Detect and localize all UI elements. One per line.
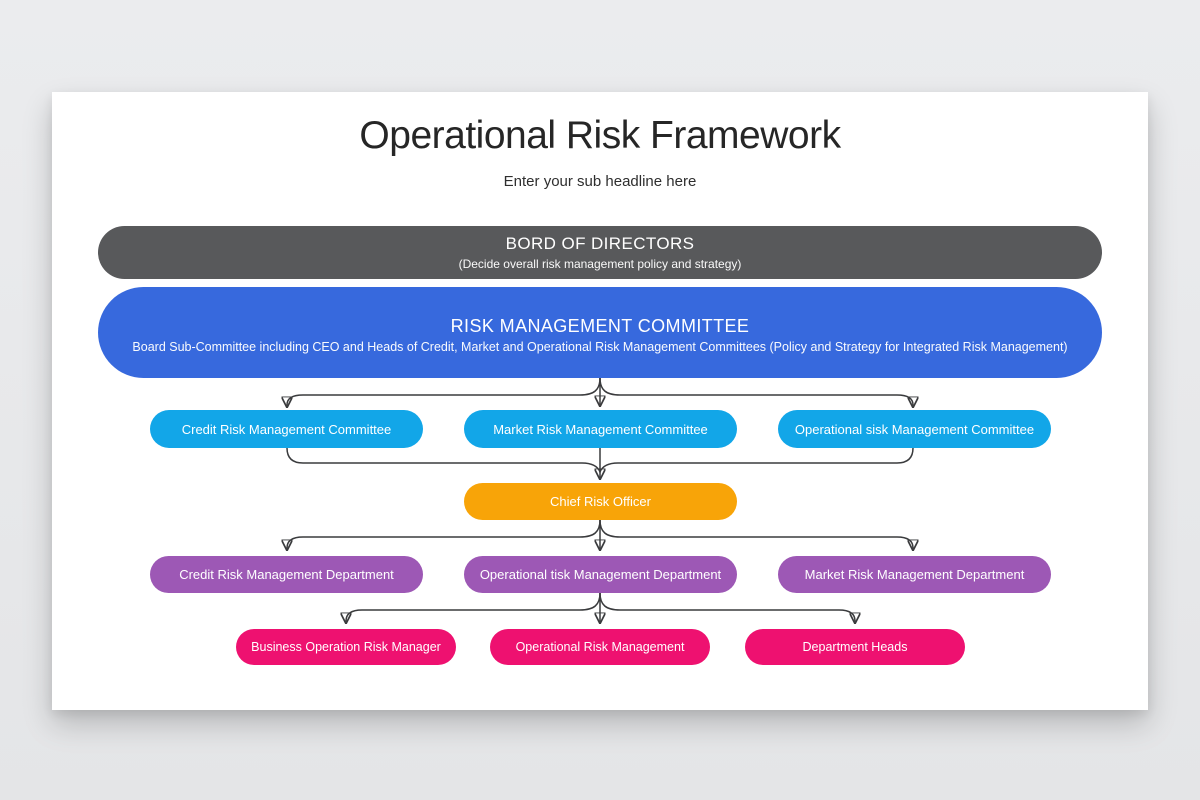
page-subtitle: Enter your sub headline here xyxy=(503,173,697,190)
node-market-risk-department: Market Risk Management Department xyxy=(778,556,1051,593)
node-risk-management-committee: RISK MANAGEMENT COMMITTEE Board Sub-Comm… xyxy=(98,287,1102,378)
node-department-heads: Department Heads xyxy=(745,629,965,665)
node-credit-risk-department: Credit Risk Management Department xyxy=(150,556,423,593)
slide-canvas: Operational Risk Framework Enter your su… xyxy=(52,92,1148,710)
node-board-of-directors: BORD OF DIRECTORS (Decide overall risk m… xyxy=(98,226,1102,279)
board-subtitle: (Decide overall risk management policy a… xyxy=(458,257,742,271)
node-credit-risk-committee: Credit Risk Management Committee xyxy=(150,410,423,448)
board-title: BORD OF DIRECTORS xyxy=(505,234,695,253)
risk-committee-title: RISK MANAGEMENT COMMITTEE xyxy=(450,315,750,336)
node-market-risk-committee: Market Risk Management Committee xyxy=(464,410,737,448)
node-business-operation-risk-manager: Business Operation Risk Manager xyxy=(236,629,456,665)
page-title: Operational Risk Framework xyxy=(359,114,841,157)
node-operational-risk-department: Operational tisk Management Department xyxy=(464,556,737,593)
node-operational-risk-management: Operational Risk Management xyxy=(490,629,710,665)
node-chief-risk-officer: Chief Risk Officer xyxy=(464,483,737,520)
node-operational-risk-committee: Operational sisk Management Committee xyxy=(778,410,1051,448)
risk-committee-subtitle: Board Sub-Committee including CEO and He… xyxy=(132,339,1068,354)
